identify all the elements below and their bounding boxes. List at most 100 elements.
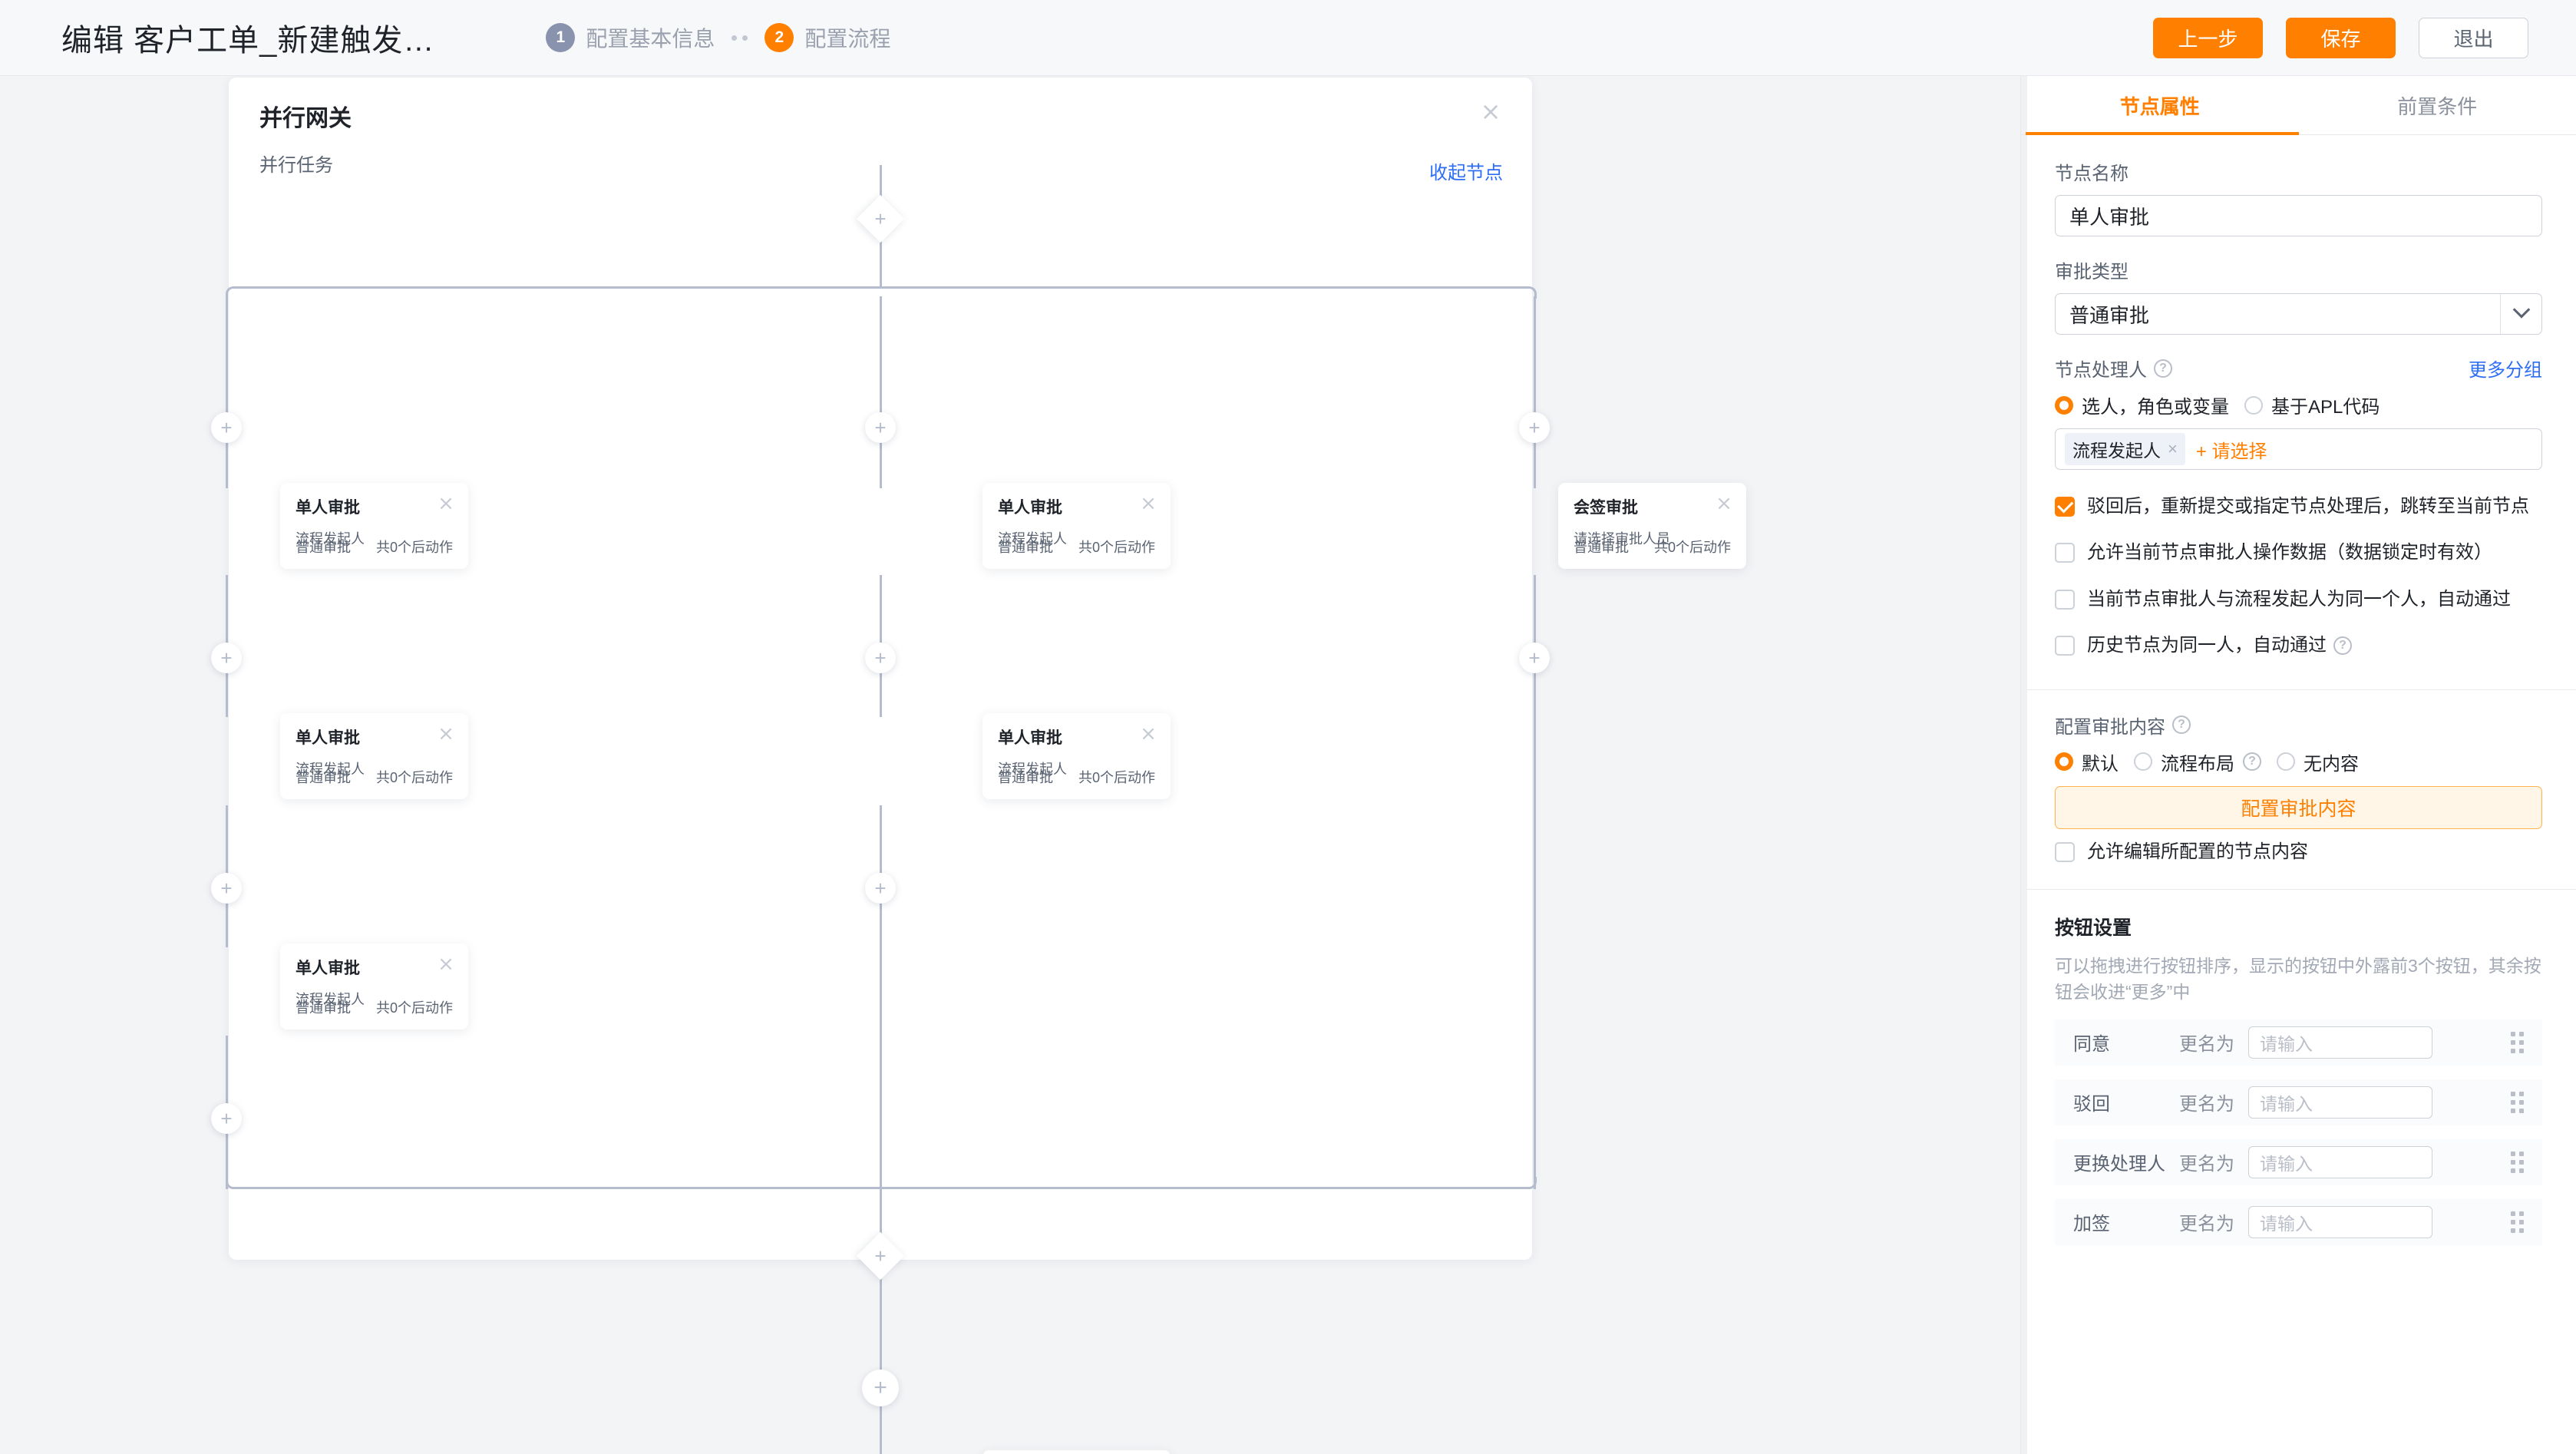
drag-handle-icon[interactable] xyxy=(2511,1151,2524,1173)
button-row[interactable]: 同意 更名为 请输入 xyxy=(2055,1019,2542,1066)
radio-indicator xyxy=(2055,752,2073,772)
node-assignee: 流程发起人 xyxy=(998,531,1067,547)
app-header: 编辑 客户工单_新建触发… 1 配置基本信息 2 配置流程 上一步 保存 退出 xyxy=(0,0,2576,76)
radio-select-person[interactable]: 选人，角色或变量 xyxy=(2055,392,2229,418)
page-title: 编辑 客户工单_新建触发… xyxy=(61,24,435,58)
radio-default[interactable]: 默认 xyxy=(2055,748,2119,775)
rename-input[interactable]: 请输入 xyxy=(2248,1145,2432,1178)
node-assignee: 流程发起人 xyxy=(998,762,1067,777)
remove-node-icon[interactable]: × xyxy=(436,494,456,514)
add-handler-link[interactable]: + 请选择 xyxy=(2195,441,2267,462)
button-row-name: 驳回 xyxy=(2073,1094,2110,1115)
node-footer: 普通审批 共0个后动作 xyxy=(1574,537,1731,557)
node-assignee: 流程发起人 xyxy=(296,762,365,777)
add-node-icon-b1-low[interactable]: + xyxy=(211,873,242,904)
flow-node-card[interactable]: 单人审批 流程发起人 普通审批 共0个后动作 × xyxy=(280,943,468,1029)
step-2-label: 配置流程 xyxy=(804,27,891,51)
exit-button[interactable]: 退出 xyxy=(2419,18,2528,58)
checkbox-row-allow-data-edit[interactable]: 允许当前节点审批人操作数据（数据锁定时有效） xyxy=(2055,540,2542,565)
remove-node-icon[interactable]: × xyxy=(1138,724,1158,744)
checkbox-row-history-same-person[interactable]: 历史节点为同一人，自动通过 ? xyxy=(2055,633,2542,658)
section-divider xyxy=(2021,888,2576,890)
handler-tag: 流程发起人 × xyxy=(2065,433,2185,465)
flow-node-card[interactable]: 单人审批 流程发起人 普通审批 共0个后动作 × xyxy=(280,483,468,569)
radio-apl-code[interactable]: 基于APL代码 xyxy=(2244,392,2379,418)
flow-node-card[interactable]: 单人审批 流程发起人 普通审批 共0个后动作 × xyxy=(983,713,1171,799)
button-row[interactable]: 更换处理人 更名为 请输入 xyxy=(2055,1138,2542,1185)
connector-col3-seg2 xyxy=(1534,575,1536,1189)
approval-type-select[interactable]: 普通审批 xyxy=(2055,293,2542,335)
more-groups-link[interactable]: 更多分组 xyxy=(2469,360,2542,381)
drag-handle-icon[interactable] xyxy=(2511,1031,2524,1053)
help-icon[interactable]: ? xyxy=(2333,636,2352,656)
radio-no-content[interactable]: 无内容 xyxy=(2277,748,2359,775)
rename-input[interactable]: 请输入 xyxy=(2248,1205,2432,1238)
save-button[interactable]: 保存 xyxy=(2286,18,2396,58)
add-node-icon-b2-mid[interactable]: + xyxy=(865,643,896,673)
node-title: 单人审批 xyxy=(998,729,1062,747)
checkbox-row-same-as-initiator[interactable]: 当前节点审批人与流程发起人为同一个人，自动通过 xyxy=(2055,587,2542,612)
handler-mode-radio-group: 选人，角色或变量 基于APL代码 xyxy=(2055,392,2542,418)
node-properties-panel: 节点属性 前置条件 节点名称 单人审批 审批类型 普通审批 节点处理人 ? 更多… xyxy=(2020,76,2576,1454)
rename-input[interactable]: 请输入 xyxy=(2248,1086,2432,1119)
connector-split-corner-left xyxy=(226,286,238,299)
add-node-icon-b1-top[interactable]: + xyxy=(211,412,242,443)
step-1[interactable]: 1 配置基本信息 xyxy=(546,22,715,53)
add-node-icon-b1-mid[interactable]: + xyxy=(211,643,242,673)
button-row[interactable]: 驳回 更名为 请输入 xyxy=(2055,1079,2542,1125)
checkbox-row-allow-edit-content[interactable]: 允许编辑所配置的节点内容 xyxy=(2055,840,2542,864)
remove-node-icon[interactable]: × xyxy=(1714,494,1734,514)
radio-flow-layout[interactable]: 流程布局 ? xyxy=(2134,748,2261,775)
add-node-icon-b2-top[interactable]: + xyxy=(865,412,896,443)
node-title: 单人审批 xyxy=(998,499,1062,517)
add-node-icon-after-gateway[interactable]: + xyxy=(862,1370,899,1406)
help-icon[interactable]: ? xyxy=(2172,715,2191,735)
node-name-input[interactable]: 单人审批 xyxy=(2055,195,2542,236)
checkbox-row-reject-jump[interactable]: 驳回后，重新提交或指定节点处理后，跳转至当前节点 xyxy=(2055,494,2542,519)
add-node-icon-b2-low[interactable]: + xyxy=(865,873,896,904)
radio-label: 默认 xyxy=(2082,753,2119,775)
panel-scrollbar[interactable] xyxy=(2021,76,2027,1454)
flow-canvas[interactable]: 并行网关 并行任务 × 收起节点 + + + + + + + xyxy=(0,76,2020,1454)
flow-node-card[interactable]: 单人审批 流程发起人 普通审批 共0个后动作 × xyxy=(280,713,468,799)
close-glyph: × xyxy=(1140,722,1157,745)
add-node-icon-b3-top[interactable]: + xyxy=(1519,412,1550,443)
gateway-subtitle: 并行任务 xyxy=(259,155,333,176)
collapse-nodes-link[interactable]: 收起节点 xyxy=(1429,163,1503,183)
remove-node-icon[interactable]: × xyxy=(436,724,456,744)
split-gateway-add-icon[interactable]: + xyxy=(856,194,905,243)
checkbox-indicator xyxy=(2055,841,2075,862)
step-2[interactable]: 2 配置流程 xyxy=(765,22,890,53)
node-footer: 普通审批 共0个后动作 xyxy=(296,997,453,1017)
rename-input[interactable]: 请输入 xyxy=(2248,1026,2432,1059)
flow-node-card[interactable]: 会签审批 请选择审批人员 普通审批 共0个后动作 × xyxy=(1558,483,1746,569)
close-icon[interactable]: × xyxy=(1477,97,1504,125)
approval-content-radio-group: 默认 流程布局 ? 无内容 xyxy=(2055,748,2542,775)
connector-branch-2-down xyxy=(880,296,882,488)
tab-preconditions[interactable]: 前置条件 xyxy=(2397,94,2478,118)
checkbox-label: 允许当前节点审批人操作数据（数据锁定时有效） xyxy=(2087,542,2492,563)
help-icon[interactable]: ? xyxy=(2154,359,2172,378)
help-icon[interactable]: ? xyxy=(2243,752,2261,772)
node-type: 普通审批 xyxy=(296,540,351,555)
flow-node-card[interactable]: 单人审批 流程发起人 普通审批 共0个后动作 × xyxy=(983,483,1171,569)
add-node-icon-b1-bottom[interactable]: + xyxy=(211,1103,242,1134)
remove-tag-icon[interactable]: × xyxy=(2168,439,2178,458)
configure-approval-content-button[interactable]: 配置审批内容 xyxy=(2055,785,2542,829)
prev-step-button[interactable]: 上一步 xyxy=(2153,18,2263,58)
chevron-down-icon[interactable] xyxy=(2500,294,2541,334)
step-connector-dots xyxy=(732,35,748,41)
handler-tag-input[interactable]: 流程发起人 × + 请选择 xyxy=(2055,428,2542,470)
join-gateway-add-icon[interactable]: + xyxy=(856,1231,905,1281)
drag-handle-icon[interactable] xyxy=(2511,1091,2524,1113)
approval-content-label: 配置审批内容 xyxy=(2055,716,2165,738)
button-row[interactable]: 加签 更名为 请输入 xyxy=(2055,1198,2542,1245)
drag-handle-icon[interactable] xyxy=(2511,1211,2524,1233)
add-node-icon-b3-mid[interactable]: + xyxy=(1519,643,1550,673)
remove-node-icon[interactable]: × xyxy=(436,954,456,974)
tab-node-properties[interactable]: 节点属性 xyxy=(2021,76,2299,134)
node-actions-count: 共0个后动作 xyxy=(1653,540,1731,555)
flow-node-card-bottom[interactable]: 2单人审批 流程发起人 × xyxy=(983,1450,1171,1454)
remove-node-icon[interactable]: × xyxy=(1138,494,1158,514)
checkbox-label-wrap: 历史节点为同一人，自动通过 ? xyxy=(2087,633,2352,658)
